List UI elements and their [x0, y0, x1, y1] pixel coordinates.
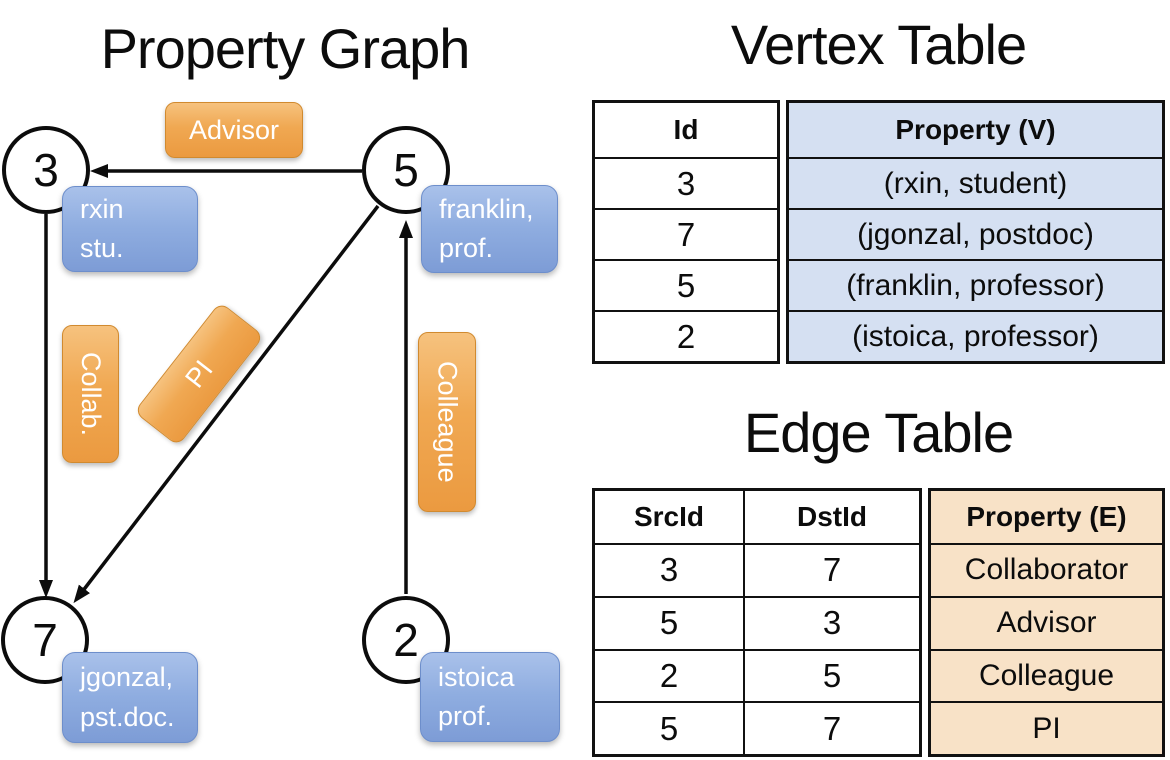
vertex-property-line: stu. [80, 233, 124, 263]
edge-table-property-cell: Collaborator [931, 543, 1162, 596]
vertex-table-property-cell: (istoica, professor) [789, 310, 1162, 361]
vertex-property-line: prof. [439, 233, 494, 263]
vertex-property-box-jgonzal: jgonzal, pst.doc. [62, 652, 198, 743]
edge-table-dstid-cell: 5 [743, 648, 919, 702]
edge-table-dstid-header: DstId [743, 491, 919, 543]
vertex-table-id-header: Id [673, 114, 699, 145]
edge-table-property-cell: PI [931, 701, 1162, 754]
edge-label-advisor-text: Advisor [188, 114, 280, 145]
edge-table-srcid-cell: 5 [595, 595, 743, 649]
vertex-table-id-cell: 5 [595, 259, 777, 310]
edge-table-srcid-cell: 5 [595, 701, 743, 754]
edge-label-colleague: Colleague [418, 332, 476, 512]
edge-table-property-column: Property (E) Collaborator Advisor Collea… [928, 488, 1165, 757]
vertex-table-property-cell: (franklin, professor) [789, 259, 1162, 310]
vertex-property-box-istoica: istoica prof. [420, 652, 560, 742]
vertex-table-property-column: Property (V) (rxin, student) (jgonzal, p… [786, 100, 1165, 364]
edge-table-srcid-header: SrcId [633, 501, 705, 532]
edge-label-colleague-text: Colleague [432, 361, 463, 483]
vertex-property-line: rxin [80, 193, 124, 224]
vertex-table-id-cell: 7 [595, 208, 777, 259]
vertex-node-2-id: 2 [393, 614, 419, 666]
vertex-node-3-id: 3 [33, 144, 59, 196]
vertex-table-property-cell: (rxin, student) [789, 157, 1162, 208]
vertex-property-line: pst.doc. [80, 701, 175, 732]
edge-label-pi-text: PI [178, 354, 219, 393]
edge-label-collab: Collab. [62, 325, 119, 463]
edge-table-title: Edge Table [743, 401, 1014, 464]
edge-label-collab-text: Collab. [76, 351, 106, 437]
edge-5-to-7-pi [73, 204, 380, 604]
vertex-node-3: 3 [2, 126, 90, 214]
vertex-property-box-franklin: franklin, prof. [421, 185, 558, 273]
vertex-property-line: jgonzal, [80, 662, 174, 693]
vertex-property-line: prof. [438, 701, 493, 731]
vertex-property-box-rxin: rxin stu. [62, 186, 198, 272]
vertex-table-id-column: Id 3 7 5 2 [592, 100, 780, 364]
edge-table-dstid-cell: 3 [743, 595, 919, 649]
vertex-table-id-cell: 3 [595, 157, 777, 208]
vertex-table-title: Vertex Table [730, 13, 1027, 76]
vertex-property-line: franklin, [439, 193, 534, 224]
edge-table-property-header: Property (E) [966, 501, 1127, 532]
vertex-property-line: istoica [438, 661, 515, 692]
edge-table-srcid-cell: 2 [595, 648, 743, 702]
vertex-table-property-cell: (jgonzal, postdoc) [789, 208, 1162, 259]
vertex-node-5-id: 5 [393, 144, 419, 196]
edge-table-id-columns: SrcId DstId 3 7 5 3 2 5 5 7 [592, 488, 922, 757]
vertex-node-7-id: 7 [32, 614, 58, 666]
property-graph-title: Property Graph [100, 17, 471, 80]
edge-table-dstid-cell: 7 [743, 543, 919, 596]
edge-table-property-cell: Advisor [931, 595, 1162, 649]
vertex-table-id-cell: 2 [595, 310, 777, 361]
vertex-table-property-header: Property (V) [895, 114, 1056, 145]
edge-label-advisor: Advisor [165, 102, 303, 158]
edge-table-property-cell: Colleague [931, 648, 1162, 702]
edge-table-srcid-cell: 3 [595, 543, 743, 596]
edge-table-dstid-cell: 7 [743, 701, 919, 754]
